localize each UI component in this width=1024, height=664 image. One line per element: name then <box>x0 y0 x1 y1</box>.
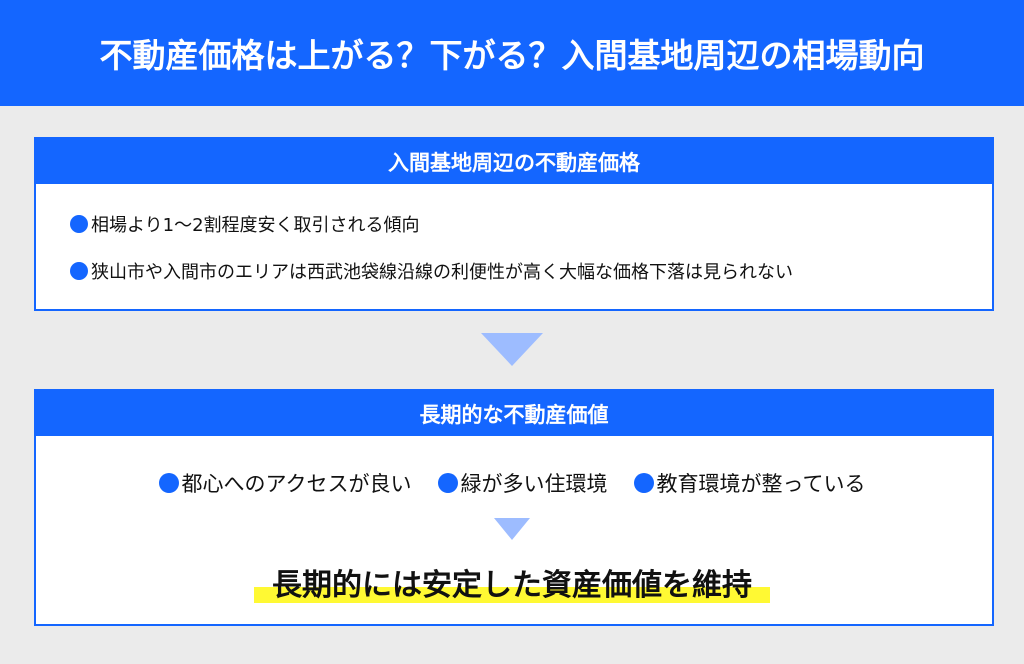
value-box-heading: 長期的な不動産価値 <box>36 391 992 436</box>
list-item: 狭山市や入間市のエリアは西武池袋線沿線の利便性が高く大幅な価格下落は見られない <box>70 258 793 284</box>
list-item-text: 狭山市や入間市のエリアは西武池袋線沿線の利便性が高く大幅な価格下落は見られない <box>91 262 793 283</box>
feature-item: 都心へのアクセスが良い <box>158 468 412 498</box>
bullet-icon <box>633 473 654 493</box>
feature-list: 都心へのアクセスが良い 緑が多い住環境 教育環境が整っている <box>0 468 1024 498</box>
feature-text: 教育環境が整っている <box>656 472 866 496</box>
conclusion-text: 長期的には安定した資産価値を維持 <box>254 568 770 603</box>
bullet-icon <box>437 473 458 493</box>
list-item: 相場より1〜2割程度安く取引される傾向 <box>70 211 420 237</box>
bullet-icon <box>158 473 179 493</box>
conclusion: 長期的には安定した資産価値を維持 <box>0 560 1024 604</box>
list-item-text: 相場より1〜2割程度安く取引される傾向 <box>91 215 420 236</box>
down-arrow-icon <box>494 518 530 540</box>
down-arrow-icon <box>481 333 543 366</box>
feature-text: 都心へのアクセスが良い <box>181 472 412 496</box>
price-box-heading: 入間基地周辺の不動産価格 <box>36 139 992 184</box>
page-title: 不動産価格は上がる？下がる？入間基地周辺の相場動向 <box>0 0 1024 106</box>
bullet-icon <box>70 215 88 233</box>
bullet-icon <box>70 262 88 280</box>
feature-item: 緑が多い住環境 <box>437 468 608 498</box>
price-box: 入間基地周辺の不動産価格 相場より1〜2割程度安く取引される傾向 狭山市や入間市… <box>34 137 994 311</box>
feature-item: 教育環境が整っている <box>633 468 866 498</box>
feature-text: 緑が多い住環境 <box>460 472 608 496</box>
